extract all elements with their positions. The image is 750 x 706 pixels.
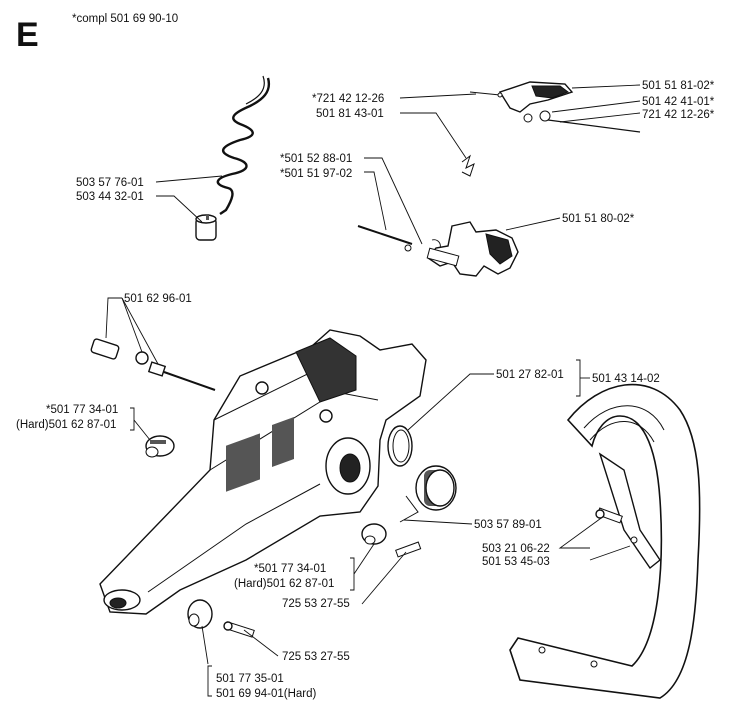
leader-lines bbox=[105, 84, 641, 697]
label-501-27-82-01: 501 27 82-01 bbox=[496, 369, 564, 381]
label-501-43-14-02: 501 43 14-02 bbox=[592, 373, 660, 385]
label-501-51-97-02: *501 51 97-02 bbox=[280, 168, 352, 180]
label-501-42-41-01: 501 42 41-01* bbox=[642, 96, 715, 108]
pin-721-part bbox=[469, 91, 503, 98]
label-503-57-89-01: 503 57 89-01 bbox=[474, 519, 542, 531]
label-501-52-88-01: *501 52 88-01 bbox=[280, 153, 352, 165]
label-501-69-94-01-hard: 501 69 94-01(Hard) bbox=[216, 688, 317, 700]
buffer-bush-left-part bbox=[145, 435, 175, 458]
throttle-spring-part bbox=[461, 154, 475, 177]
right-screw-part bbox=[395, 541, 422, 558]
buffer-bush-right-part bbox=[361, 523, 387, 545]
throttle-lever-part bbox=[498, 81, 574, 123]
label-501-77-35-01: 501 77 35-01 bbox=[216, 673, 284, 685]
label-501-51-80-02: 501 51 80-02* bbox=[562, 213, 635, 225]
label-721-42-12-26-right: 721 42 12-26* bbox=[642, 109, 715, 121]
label-501-62-96-01: 501 62 96-01 bbox=[124, 293, 192, 305]
fuel-filter-part bbox=[195, 214, 217, 241]
trigger-rod-part bbox=[357, 225, 441, 253]
handle-screw-part bbox=[595, 507, 623, 524]
section-letter: E bbox=[16, 16, 39, 54]
tank-housing-part bbox=[99, 329, 427, 615]
label-501-51-81-02: 501 51 81-02* bbox=[642, 80, 715, 92]
label-721-42-12-26-left: *721 42 12-26 bbox=[312, 93, 384, 105]
label-725-53-27-55-upper: 725 53 27-55 bbox=[282, 598, 350, 610]
decompression-valve-part bbox=[90, 338, 216, 391]
label-501-77-34-01-left: *501 77 34-01 bbox=[46, 404, 118, 416]
trigger-part bbox=[426, 221, 519, 277]
complete-assembly-note: *compl 501 69 90-10 bbox=[72, 13, 178, 25]
fuel-hose-coil-part bbox=[216, 75, 271, 215]
label-501-81-43-01: 501 81 43-01 bbox=[316, 108, 384, 120]
gasket-ring-part bbox=[387, 425, 413, 467]
buffer-flange-bottom-part bbox=[187, 599, 213, 629]
bottom-screw-part bbox=[223, 621, 255, 638]
label-503-21-06-22: 503 21 06-22 bbox=[482, 543, 550, 555]
label-501-62-87-01-right: (Hard)501 62 87-01 bbox=[234, 578, 334, 590]
label-501-62-87-01-left: (Hard)501 62 87-01 bbox=[16, 419, 116, 431]
label-503-44-32-01: 503 44 32-01 bbox=[76, 191, 144, 203]
label-725-53-27-55-lower: 725 53 27-55 bbox=[282, 651, 350, 663]
label-501-53-45-03: 501 53 45-03 bbox=[482, 556, 550, 568]
front-handle-bar-part bbox=[509, 383, 701, 699]
part-labels: 501 51 81-02* 501 42 41-01* 721 42 12-26… bbox=[16, 80, 715, 700]
label-503-57-76-01: 503 57 76-01 bbox=[76, 177, 144, 189]
oil-cap-part bbox=[399, 465, 457, 523]
label-501-77-34-01-right: *501 77 34-01 bbox=[254, 563, 326, 575]
